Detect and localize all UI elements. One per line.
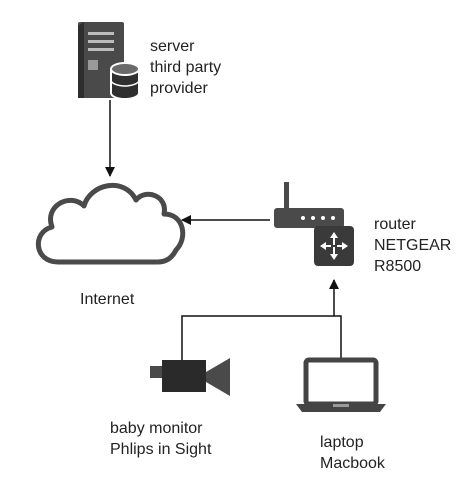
laptop-label-line-2: Macbook (320, 455, 385, 472)
database-icon (110, 62, 140, 100)
internet-label: Internet (80, 289, 134, 310)
router-icon (274, 182, 344, 228)
server-label-line-2: third party (150, 59, 222, 76)
router-label-line-3: R8500 (374, 258, 422, 275)
baby-monitor-label-line-2: Phlips in Sight (110, 441, 212, 458)
router-label-line-2: NETGEAR (374, 237, 452, 254)
router-switch-icon (314, 226, 354, 266)
server-label: server third party provider (150, 36, 221, 99)
cloud-icon (35, 182, 186, 265)
laptop-icon (296, 357, 386, 412)
laptop-label: laptop Macbook (320, 432, 385, 474)
router-label-line-1: router (374, 216, 416, 233)
router-label: router NETGEAR R8500 (374, 214, 451, 277)
laptop-label-line-1: laptop (320, 434, 364, 451)
baby-monitor-label-line-1: baby monitor (110, 420, 203, 437)
baby-monitor-label: baby monitor Phlips in Sight (110, 418, 211, 460)
server-label-line-1: server (150, 38, 195, 55)
server-label-line-3: provider (150, 80, 208, 97)
devices-to-router-connector (181, 279, 342, 362)
camera-icon (150, 358, 230, 396)
internet-label-text: Internet (80, 291, 135, 308)
